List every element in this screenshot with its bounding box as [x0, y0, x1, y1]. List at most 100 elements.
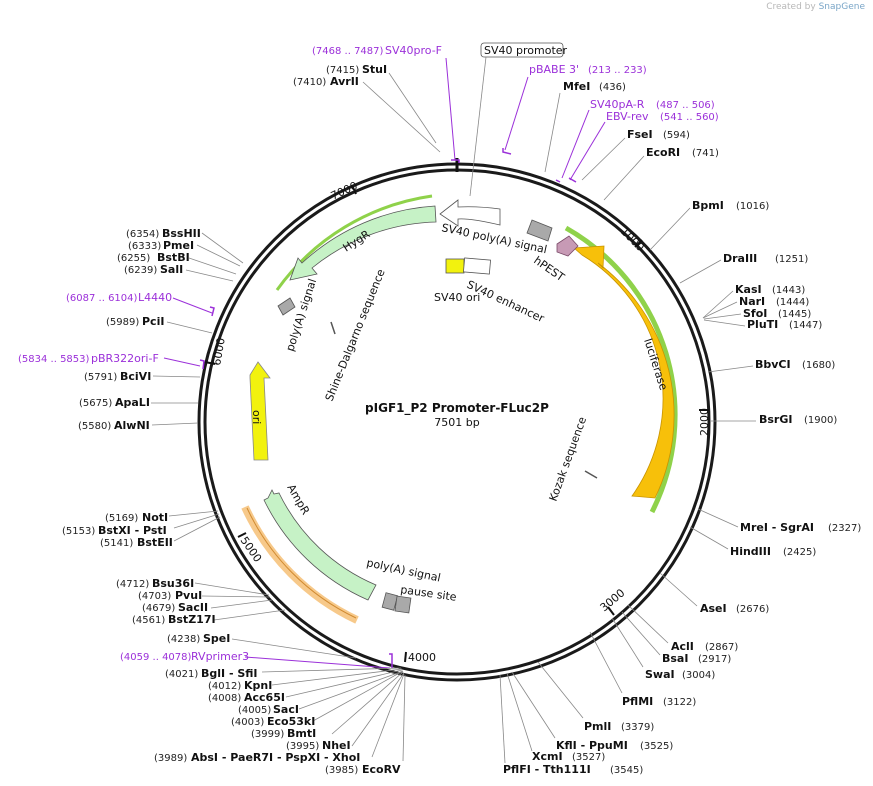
site-sfoi[interactable]: SfoI (1445) [703, 307, 811, 320]
site-bcivi[interactable]: (5791) BciVI [84, 370, 201, 383]
site-leader [151, 422, 199, 426]
site-fsei[interactable]: FseI (594) [581, 128, 690, 181]
site-pos: (3545) [610, 765, 643, 776]
primer-l4440[interactable]: (6087 .. 6104) L4440 [66, 291, 215, 317]
site-leader [362, 81, 441, 153]
site-absi-paer7i-pspxi-xhoi[interactable]: (3989) AbsI - PaeR7I - PspXI - XhoI [154, 673, 405, 764]
hpest-feature[interactable] [556, 235, 579, 257]
site-pos: (3379) [621, 722, 654, 733]
site-leader [603, 155, 645, 201]
site-kpni[interactable]: (4012) KpnI [208, 668, 403, 692]
site-leader [611, 617, 644, 668]
primer-sv40pa-r[interactable]: SV40pA-R (487 .. 506) [555, 98, 715, 183]
site-spei[interactable]: (4238) SpeI [167, 632, 357, 659]
site-name: XcmI [532, 750, 563, 763]
site-leader [511, 671, 556, 739]
site-bmti[interactable]: (3999) BmtI [251, 671, 404, 740]
site-bsteii[interactable]: (5141) BstEII [100, 516, 221, 549]
site-leader [537, 661, 584, 719]
site-pflfi-tth111i[interactable]: PflFI - Tth111I (3545) [499, 674, 643, 776]
primer-rvprimer3[interactable]: (4059 .. 4078) RVprimer3 [120, 650, 393, 669]
site-pos: (5675) [79, 398, 112, 409]
site-acli[interactable]: AclI (2867) [627, 604, 738, 653]
site-pos: (4561) [132, 615, 165, 626]
site-ecori[interactable]: EcoRI (741) [603, 146, 719, 201]
site-pos: (4238) [167, 634, 200, 645]
site-sali[interactable]: (6239) SalI [124, 263, 234, 282]
site-swai[interactable]: SwaI (3004) [611, 617, 715, 681]
site-mfei[interactable]: MfeI (436) [544, 80, 626, 173]
hygr-polya-box[interactable] [277, 297, 296, 316]
site-pmei[interactable]: (6333) PmeI [128, 239, 241, 267]
sv40-promoter-feature[interactable] [439, 199, 501, 227]
site-pcii[interactable]: (5989) PciI [106, 315, 213, 334]
site-leader [194, 582, 270, 596]
site-kasi[interactable]: KasI (1443) [702, 283, 805, 319]
snapgene-credit: Created by SnapGene [766, 2, 865, 12]
site-pos: (5580) [78, 421, 111, 432]
site-stui[interactable]: (7415) StuI [326, 63, 437, 144]
site-noti[interactable]: (5169) NotI [105, 510, 219, 524]
hygr-feature[interactable] [289, 205, 437, 281]
luciferase-feature[interactable] [573, 245, 675, 499]
primer-pbr322ori-f[interactable]: (5834 .. 5853) pBR322ori-F [18, 352, 205, 370]
site-bstz17i[interactable]: (4561) BstZ17I [132, 609, 286, 626]
site-sacii[interactable]: (4679) SacII [142, 599, 273, 614]
site-kfli-ppumi[interactable]: KflI - PpuMI (3525) [511, 671, 673, 752]
primer-ebv-rev[interactable]: EBV-rev (541 .. 560) [568, 110, 719, 183]
site-pos: (3525) [640, 741, 673, 752]
ori-feature[interactable] [249, 361, 271, 461]
site-bbvci[interactable]: BbvCI (1680) [707, 358, 835, 373]
site-xcmi[interactable]: XcmI (3527) [506, 672, 605, 763]
site-pos: (3995) [286, 741, 319, 752]
sv40-promoter-label[interactable]: SV40 promoter [484, 44, 568, 57]
site-pflmi[interactable]: PflMI (3122) [589, 631, 696, 708]
site-alwni[interactable]: (5580) AlwNI [78, 419, 199, 432]
site-acc65i[interactable]: (4008) Acc65I [208, 669, 403, 704]
kozak-mark[interactable] [584, 470, 598, 479]
site-name: Bsu36I [152, 577, 194, 590]
sv40-ori-box[interactable] [445, 258, 465, 274]
site-bsai[interactable]: BsaI (2917) [621, 611, 731, 665]
site-asei[interactable]: AseI (2676) [659, 572, 769, 615]
site-name: PflFI - Tth111I [503, 763, 591, 776]
site-saci[interactable]: (4005) SacI [238, 670, 404, 716]
site-nari[interactable]: NarI (1444) [702, 295, 809, 319]
site-pluti[interactable]: PluTI (1447) [703, 318, 822, 331]
site-mrei-sgrai[interactable]: MreI - SgrAI (2327) [697, 508, 861, 534]
pause-site-box[interactable] [394, 595, 412, 614]
site-bsshii[interactable]: (6354) BssHII [126, 227, 244, 264]
primer-tick [568, 177, 577, 183]
site-pmli[interactable]: PmlI (3379) [537, 661, 654, 733]
site-bsrgi[interactable]: BsrGI (1900) [711, 413, 837, 426]
site-pos: (6239) [124, 265, 157, 276]
site-apali[interactable]: (5675) ApaLI [79, 396, 198, 409]
shine-dalgarno-mark[interactable] [330, 321, 336, 335]
site-bgli-sfii[interactable]: (4021) BglI - SfiI [165, 667, 402, 680]
site-leader [589, 631, 623, 694]
sv40-polya-box[interactable] [526, 219, 553, 242]
site-name: AvrII [330, 75, 359, 88]
site-bpmi[interactable]: BpmI (1016) [649, 199, 769, 251]
site-bstxi-psti[interactable]: (5153) BstXI - PstI [62, 513, 220, 537]
site-name: BstXI - PstI [98, 524, 167, 537]
site-leader [679, 259, 722, 284]
site-bsu36i[interactable]: (4712) Bsu36I [116, 577, 270, 596]
site-nhei[interactable]: (3995) NheI [286, 672, 405, 752]
ampr-feature[interactable] [263, 489, 377, 601]
primer-name: SV40pA-R [590, 98, 645, 111]
primer-pbabe-3[interactable]: pBABE 3' (213 .. 233) [502, 63, 647, 155]
site-avrii[interactable]: (7410) AvrII [293, 75, 441, 153]
site-hindiii[interactable]: HindIII (2425) [689, 526, 816, 558]
sv40-enhancer-box[interactable] [463, 257, 491, 275]
primer-sv40pro-f[interactable]: (7468 .. 7487) SV40pro-F [312, 44, 460, 163]
site-leader [499, 674, 506, 764]
site-leader [581, 137, 626, 181]
site-draiii[interactable]: DraIII (1251) [679, 252, 808, 284]
site-eco53ki[interactable]: (4003) Eco53kI [231, 670, 404, 728]
site-bstbi[interactable]: (6255) BstBI [117, 251, 237, 275]
site-leader [659, 572, 698, 607]
tick-mark-6000 [204, 361, 216, 365]
site-pvui[interactable]: (4703) PvuI [138, 589, 271, 602]
site-ecorv[interactable]: (3985) EcoRV [325, 674, 406, 776]
